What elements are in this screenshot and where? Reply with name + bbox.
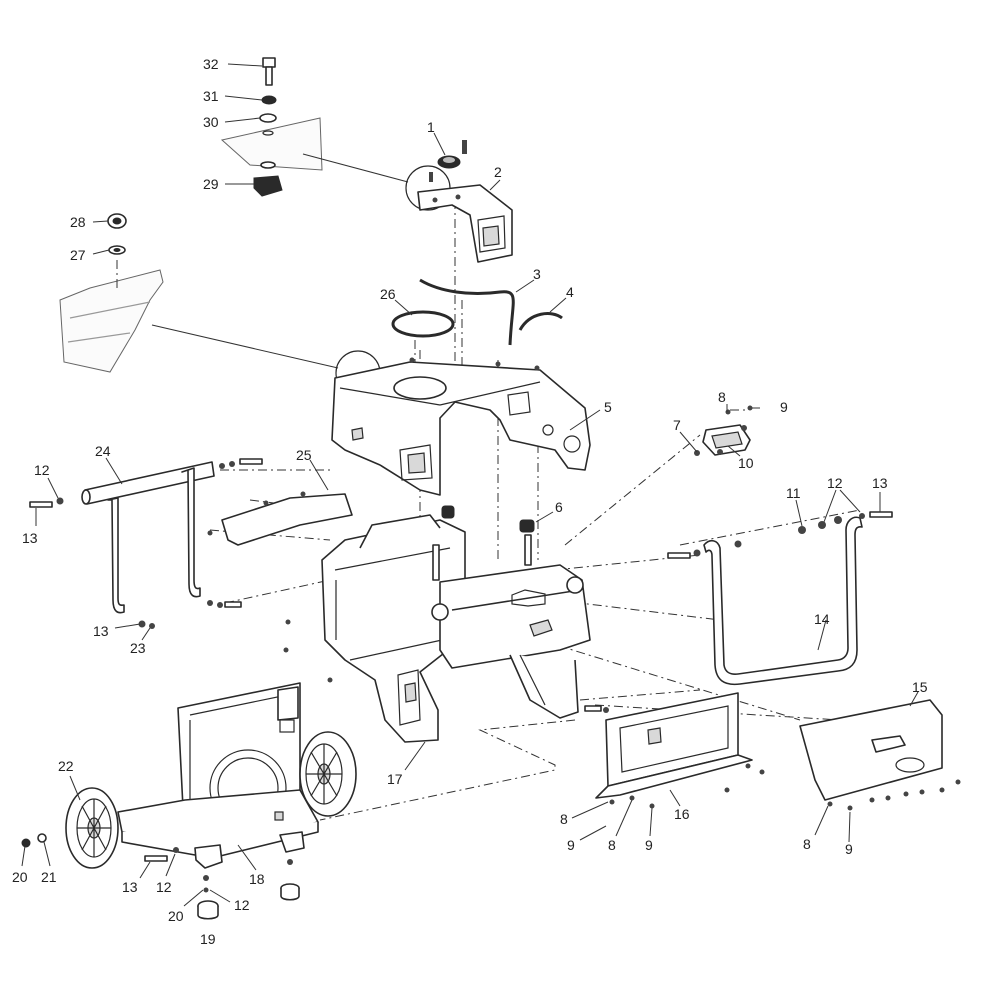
callout-2: 2: [494, 164, 502, 180]
callout-26: 26: [380, 286, 396, 302]
end-panel-15: [799, 699, 961, 811]
callout-8-top: 8: [718, 389, 726, 405]
callout-28: 28: [70, 214, 86, 230]
callout-8-end: 8: [803, 836, 811, 852]
callout-9-top: 9: [780, 399, 788, 415]
handle-hardware: [29, 458, 263, 629]
callout-9-panel-b: 9: [645, 837, 653, 853]
hose-3: [419, 278, 515, 346]
callout-13-base: 13: [122, 879, 138, 895]
callout-25: 25: [296, 447, 312, 463]
main-frame-17: [283, 514, 609, 743]
callout-17: 17: [387, 771, 403, 787]
callout-27: 27: [70, 247, 86, 263]
callout-10: 10: [738, 455, 754, 471]
fuel-tank-ghost-top: [220, 117, 323, 171]
callout-31: 31: [203, 88, 219, 104]
callout-5: 5: [604, 399, 612, 415]
hose-4: [518, 312, 563, 331]
ring-1: [437, 155, 461, 169]
switch-10: [702, 424, 751, 456]
ring-26: [391, 310, 455, 338]
callout-18: 18: [249, 871, 265, 887]
callout-14: 14: [814, 611, 830, 627]
foot-19: [197, 883, 300, 920]
callout-labels: 32 31 30 29 28 27 1 2 3 4 26 5 8 9 7 10 …: [12, 56, 928, 947]
mount-29: [253, 161, 283, 197]
callout-23: 23: [130, 640, 146, 656]
callout-7: 7: [673, 417, 681, 433]
callout-12-left: 12: [34, 462, 50, 478]
wheel-22-right: [299, 731, 357, 817]
callout-11: 11: [786, 485, 801, 501]
bracket-2: [417, 140, 513, 263]
callout-9-panel-a: 9: [567, 837, 575, 853]
cap-6: [441, 505, 535, 533]
wheel-22-left: [65, 787, 119, 869]
callout-30: 30: [203, 114, 219, 130]
handle-24: [81, 461, 215, 614]
rear-handle-14: [667, 511, 893, 686]
callout-3: 3: [533, 266, 541, 282]
front-panel-16: [595, 692, 765, 809]
callout-12-right: 12: [827, 475, 843, 491]
callout-16: 16: [674, 806, 690, 822]
grommet-28: [107, 213, 127, 229]
base-cradle-18: [117, 682, 319, 869]
callout-15: 15: [912, 679, 928, 695]
callout-21: 21: [41, 869, 57, 885]
callout-12-foot: 12: [234, 897, 250, 913]
callout-9-end: 9: [845, 841, 853, 857]
callout-12-base: 12: [156, 879, 172, 895]
callout-8-panel-b: 8: [608, 837, 616, 853]
callout-32: 32: [203, 56, 219, 72]
callout-20-foot: 20: [168, 908, 184, 924]
callout-22: 22: [58, 758, 74, 774]
bolt-32: [262, 57, 276, 86]
callout-24: 24: [95, 443, 111, 459]
callout-4: 4: [566, 284, 574, 300]
callout-13-handle: 13: [93, 623, 109, 639]
upper-shroud-5: [331, 350, 591, 496]
fuel-tank-ghost-left: [59, 269, 164, 373]
callout-1: 1: [427, 119, 435, 135]
callout-8-panel-a: 8: [560, 811, 568, 827]
callout-13-right: 13: [872, 475, 888, 491]
callout-29: 29: [203, 176, 219, 192]
callout-20-axle: 20: [12, 869, 28, 885]
callout-6: 6: [555, 499, 563, 515]
nut-31: [261, 95, 277, 105]
callout-13-left: 13: [22, 530, 38, 546]
callout-19: 19: [200, 931, 216, 947]
axle-hardware: [21, 833, 47, 848]
leader-lines: [21, 63, 919, 907]
washer-27: [108, 245, 126, 255]
side-panel-25: [207, 491, 353, 546]
